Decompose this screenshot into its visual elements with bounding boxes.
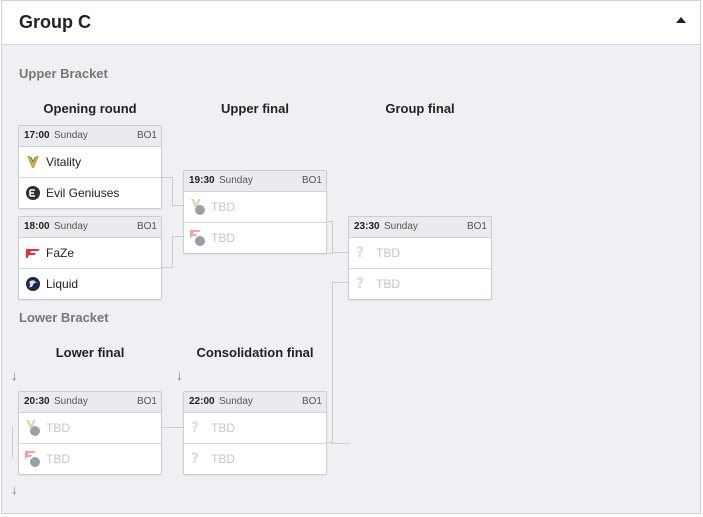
- team-row[interactable]: Vitality: [19, 147, 161, 177]
- match-day: Sunday: [384, 221, 418, 232]
- round-title-opening: Opening round: [43, 101, 137, 116]
- faze-liquid-logo-icon: [190, 230, 205, 246]
- team-name: Evil Geniuses: [46, 186, 120, 200]
- group-title: Group C: [19, 12, 91, 32]
- match-day: Sunday: [219, 396, 253, 407]
- team-row[interactable]: ? TBD: [349, 238, 491, 268]
- lower-bracket-title: Lower Bracket: [19, 310, 109, 325]
- unknown-team-icon: ?: [356, 245, 365, 261]
- match-header: 23:30 Sunday BO1: [349, 217, 491, 238]
- team-row[interactable]: ? TBD: [349, 268, 491, 299]
- match-header: 18:00 Sunday BO1: [19, 217, 161, 238]
- arrow-down-icon: ↓: [11, 368, 18, 383]
- round-title-consolidation-final: Consolidation final: [196, 345, 314, 360]
- match-header: 22:00 Sunday BO1: [184, 392, 326, 413]
- match-day: Sunday: [54, 130, 88, 141]
- match-card[interactable]: 19:30 Sunday BO1 TBD TBD: [183, 170, 327, 254]
- round-title-group-final: Group final: [385, 101, 455, 116]
- round-title-upper-final: Upper final: [221, 101, 289, 116]
- team-name: TBD: [211, 200, 235, 214]
- unknown-team-icon: ?: [191, 451, 200, 467]
- group-header[interactable]: Group C: [2, 1, 700, 45]
- team-row[interactable]: ? TBD: [184, 413, 326, 443]
- upper-bracket-title: Upper Bracket: [19, 66, 108, 81]
- evil-geniuses-logo-icon: [26, 186, 40, 200]
- team-row[interactable]: TBD: [184, 222, 326, 253]
- match-card[interactable]: 18:00 Sunday BO1 FaZe Liquid: [18, 216, 162, 300]
- match-format: BO1: [301, 396, 322, 407]
- bracket-connector: [162, 236, 173, 268]
- liquid-logo-icon: [26, 277, 40, 291]
- match-format: BO1: [136, 130, 157, 141]
- match-time: 20:30: [24, 396, 50, 407]
- team-name: TBD: [46, 421, 70, 435]
- match-format: BO1: [136, 221, 157, 232]
- match-format: BO1: [466, 221, 487, 232]
- team-name: TBD: [46, 452, 70, 466]
- team-name: Vitality: [46, 155, 82, 169]
- vitality-logo-icon: [27, 156, 39, 168]
- team-name: TBD: [211, 231, 235, 245]
- bracket-connector: [327, 221, 333, 254]
- match-header: 17:00 Sunday BO1: [19, 126, 161, 147]
- match-day: Sunday: [219, 175, 253, 186]
- bracket-connector: [172, 205, 183, 206]
- team-row[interactable]: Evil Geniuses: [19, 177, 161, 208]
- team-row[interactable]: Liquid: [19, 268, 161, 299]
- match-header: 20:30 Sunday BO1: [19, 392, 161, 413]
- team-name: FaZe: [46, 246, 75, 260]
- unknown-team-icon: ?: [191, 420, 200, 436]
- arrow-down-icon: ↓: [176, 368, 183, 383]
- team-row[interactable]: FaZe: [19, 238, 161, 268]
- match-time: 22:00: [189, 396, 215, 407]
- vitality-eg-logo-icon: [26, 420, 40, 436]
- match-card[interactable]: 17:00 Sunday BO1 Vitality Evil Geniuses: [18, 125, 162, 209]
- team-row[interactable]: TBD: [19, 413, 161, 443]
- bracket-connector: [162, 427, 183, 428]
- match-time: 17:00: [24, 130, 50, 141]
- team-name: TBD: [211, 452, 235, 466]
- faze-logo-icon: [26, 249, 40, 258]
- match-format: BO1: [301, 175, 322, 186]
- team-name: TBD: [376, 277, 400, 291]
- arrow-down-icon: ↓: [11, 482, 18, 497]
- match-format: BO1: [136, 396, 157, 407]
- unknown-team-icon: ?: [356, 276, 365, 292]
- team-row[interactable]: TBD: [19, 443, 161, 474]
- bracket-connector: [172, 236, 183, 237]
- match-card[interactable]: 23:30 Sunday BO1 ? TBD ? TBD: [348, 216, 492, 300]
- match-day: Sunday: [54, 221, 88, 232]
- team-name: TBD: [376, 246, 400, 260]
- match-header: 19:30 Sunday BO1: [184, 171, 326, 192]
- vitality-eg-logo-icon: [191, 199, 205, 215]
- round-title-lower-final: Lower final: [55, 345, 125, 360]
- match-day: Sunday: [54, 396, 88, 407]
- match-time: 18:00: [24, 221, 50, 232]
- team-row[interactable]: TBD: [184, 192, 326, 222]
- team-name: TBD: [211, 421, 235, 435]
- match-card[interactable]: 22:00 Sunday BO1 ? TBD ? TBD: [183, 391, 327, 475]
- match-time: 19:30: [189, 175, 215, 186]
- team-name: Liquid: [46, 277, 79, 291]
- bracket-connector: [162, 177, 173, 206]
- bracket-connector: [12, 427, 19, 458]
- team-row[interactable]: ? TBD: [184, 443, 326, 474]
- collapse-caret-icon[interactable]: [676, 17, 686, 23]
- bracket-connector: [332, 282, 349, 444]
- match-card[interactable]: 20:30 Sunday BO1 TBD TBD: [18, 391, 162, 475]
- faze-liquid-logo-icon: [25, 451, 40, 467]
- bracket-connector: [332, 252, 348, 253]
- match-time: 23:30: [354, 221, 380, 232]
- bracket-connector: [327, 442, 332, 443]
